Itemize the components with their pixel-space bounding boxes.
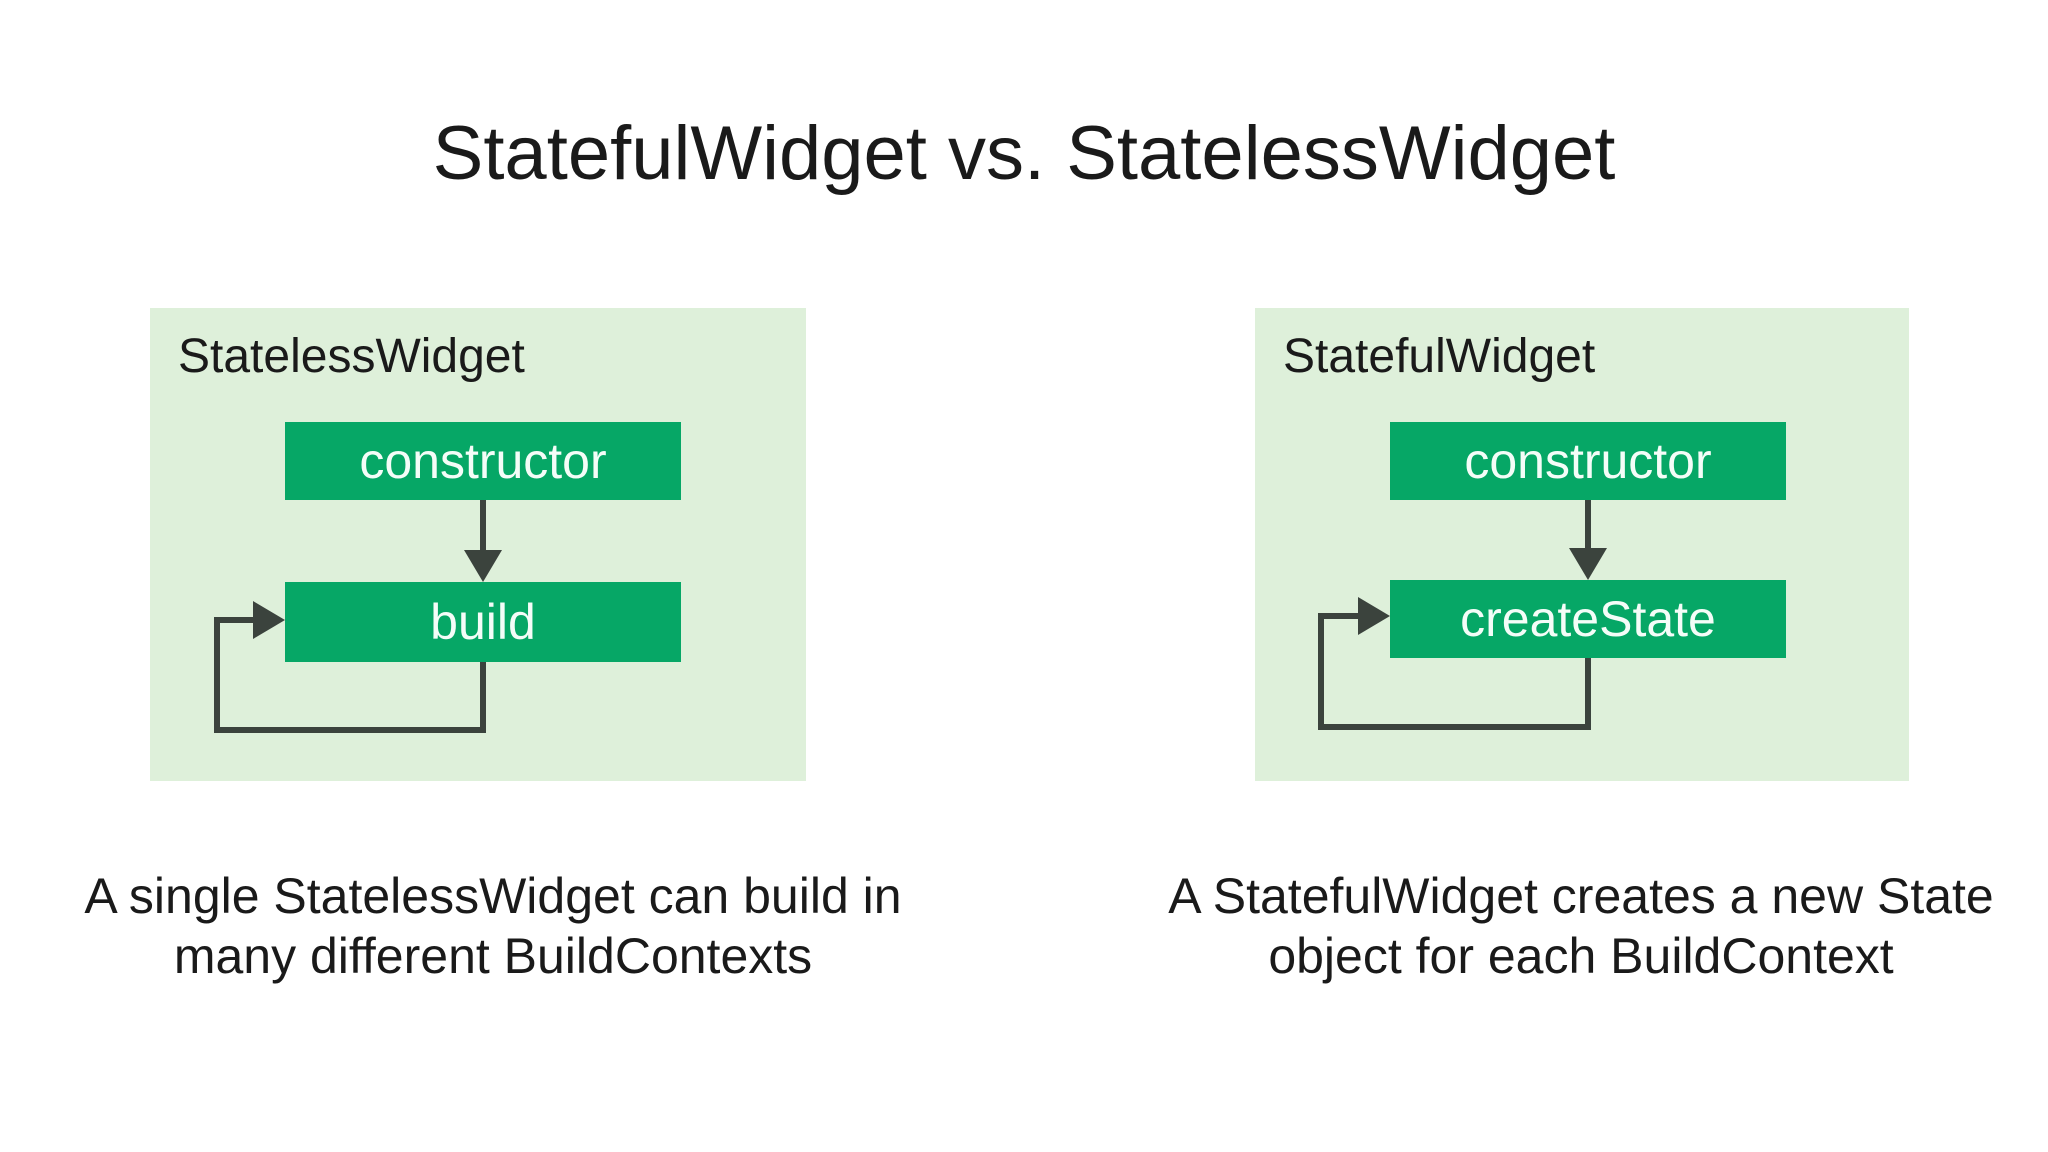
createstate-loop-arrow-segment (1585, 658, 1591, 730)
arrow-down-icon (1569, 548, 1607, 580)
stateful-caption: A StatefulWidget creates a new State obj… (1131, 866, 2031, 986)
stateless-widget-panel: StatelessWidget constructor build (150, 308, 806, 781)
build-loop-arrow-segment (480, 662, 486, 733)
createstate-loop-arrow-segment (1318, 613, 1363, 619)
caption-line: A StatefulWidget creates a new State (1168, 868, 1994, 924)
stateless-build-node: build (285, 582, 681, 662)
caption-line: A single StatelessWidget can build in (84, 868, 902, 924)
createstate-loop-arrow-segment (1318, 613, 1324, 730)
arrow-down-icon (464, 550, 502, 582)
arrow-right-icon (253, 601, 285, 639)
constructor-to-build-arrow-line (480, 500, 486, 558)
arrow-right-icon (1358, 597, 1390, 635)
caption-line: object for each BuildContext (1268, 928, 1894, 984)
stateless-caption: A single StatelessWidget can build in ma… (43, 866, 943, 986)
stateful-widget-panel: StatefulWidget constructor createState (1255, 308, 1909, 781)
build-loop-arrow-segment (214, 727, 486, 733)
constructor-to-createstate-arrow-line (1585, 500, 1591, 556)
createstate-loop-arrow-segment (1318, 724, 1591, 730)
stateful-create-state-node: createState (1390, 580, 1786, 658)
stateless-panel-heading: StatelessWidget (178, 330, 525, 383)
build-loop-arrow-segment (214, 617, 259, 623)
build-loop-arrow-segment (214, 617, 220, 733)
stateful-panel-heading: StatefulWidget (1283, 330, 1596, 383)
stateful-constructor-node: constructor (1390, 422, 1786, 500)
caption-line: many different BuildContexts (173, 928, 813, 984)
stateless-constructor-node: constructor (285, 422, 681, 500)
slide-title: StatefulWidget vs. StatelessWidget (432, 111, 1616, 196)
